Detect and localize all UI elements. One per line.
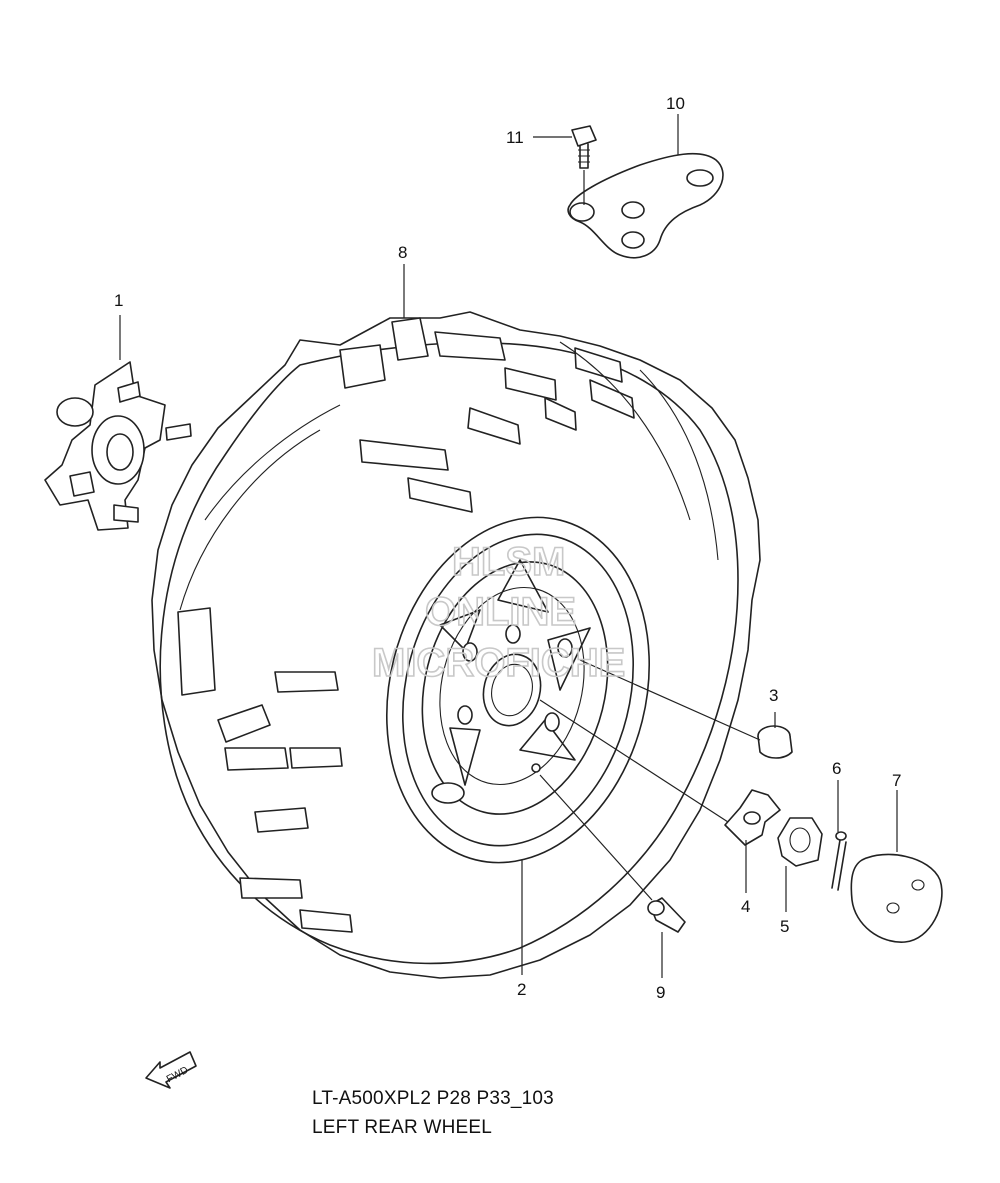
callout-9: 9 xyxy=(656,983,665,1002)
callout-8: 8 xyxy=(398,243,407,262)
lug-nut-drawing xyxy=(757,725,793,759)
diagram-title: LEFT REAR WHEEL xyxy=(312,1117,493,1138)
lock-washer-drawing xyxy=(724,789,781,846)
callout-4: 4 xyxy=(741,897,750,916)
callout-11: 11 xyxy=(506,128,524,147)
diagram-code: LT-A500XPL2 P28 P33_103 xyxy=(312,1088,554,1109)
valve-drawing xyxy=(647,897,686,933)
wheel-rim-drawing xyxy=(385,516,651,864)
callout-3: 3 xyxy=(769,686,778,705)
hub-cap-drawing xyxy=(850,853,943,943)
leader-3 xyxy=(579,659,776,741)
watermark-line-3: MICROFICHE xyxy=(372,641,625,685)
callout-1: 1 xyxy=(114,291,123,310)
callout-5: 5 xyxy=(780,917,789,936)
callout-7: 7 xyxy=(892,771,901,790)
leader-4 xyxy=(539,699,747,893)
wheel-hub-drawing xyxy=(44,361,192,531)
bolt-drawing xyxy=(571,125,597,169)
leader-9 xyxy=(539,774,663,978)
callout-2: 2 xyxy=(517,980,526,999)
bracket-drawing xyxy=(567,152,724,259)
forward-direction-arrow: FWD xyxy=(145,1051,197,1089)
watermark-line-1: HLSM xyxy=(452,540,565,584)
watermark-line-2: ONLINE xyxy=(425,590,576,634)
castle-nut-drawing xyxy=(777,817,823,867)
callout-6: 6 xyxy=(832,759,841,778)
callout-10: 10 xyxy=(666,94,685,113)
cotter-pin-drawing xyxy=(831,831,847,891)
